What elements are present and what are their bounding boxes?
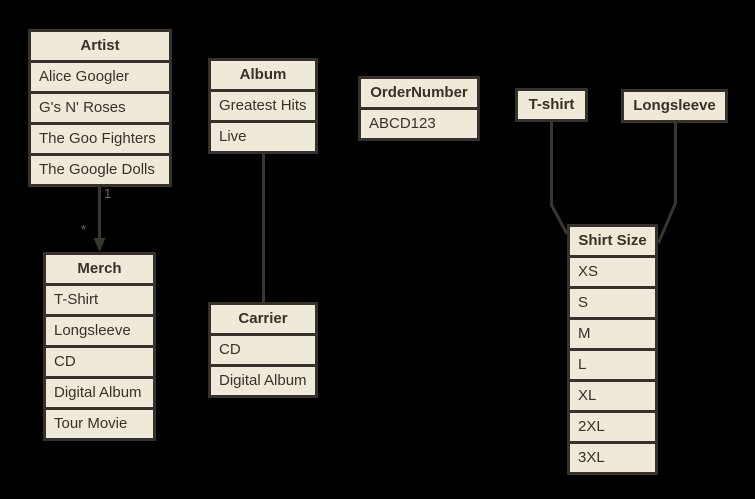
table-row[interactable]: Alice Googler [31,63,169,91]
table-header-tshirt[interactable]: T-shirt [518,91,585,119]
multiplicity-label: * [81,222,87,237]
table-row[interactable]: CD [211,336,315,364]
connector-longsleeve-shirtsize[interactable] [657,122,677,244]
table-row[interactable]: 2XL [570,413,655,441]
arrowhead-icon [93,238,106,252]
table-row[interactable]: Tour Movie [46,410,153,438]
table-row[interactable]: Live [211,123,315,151]
table-row[interactable]: T-Shirt [46,286,153,314]
table-header-ordernumber[interactable]: OrderNumber [361,79,477,107]
table-row[interactable]: XS [570,258,655,286]
table-header-album[interactable]: Album [211,61,315,89]
table-row[interactable]: Digital Album [46,379,153,407]
table-row[interactable]: Digital Album [211,367,315,395]
table-row[interactable]: XL [570,382,655,410]
table-row[interactable]: L [570,351,655,379]
connector-tshirt-shirtsize[interactable] [550,120,569,235]
table-row[interactable]: M [570,320,655,348]
table-row[interactable]: 3XL [570,444,655,472]
table-row[interactable]: The Goo Fighters [31,125,169,153]
table-row[interactable]: Greatest Hits [211,92,315,120]
table-header-artist[interactable]: Artist [31,32,169,60]
table-header-carrier[interactable]: Carrier [211,305,315,333]
multiplicity-label: 1 [104,186,112,201]
table-header-shirtsize[interactable]: Shirt Size [570,227,655,255]
table-row[interactable]: G's N' Roses [31,94,169,122]
table-row[interactable]: Longsleeve [46,317,153,345]
table-header-longsleeve[interactable]: Longsleeve [624,92,725,120]
table-row[interactable]: CD [46,348,153,376]
entity-table-tshirt[interactable]: T-shirt [515,88,588,122]
table-row[interactable]: S [570,289,655,317]
table-row[interactable]: ABCD123 [361,110,477,138]
table-header-merch[interactable]: Merch [46,255,153,283]
entity-table-longsleeve[interactable]: Longsleeve [621,89,728,123]
table-row[interactable]: The Google Dolls [31,156,169,184]
